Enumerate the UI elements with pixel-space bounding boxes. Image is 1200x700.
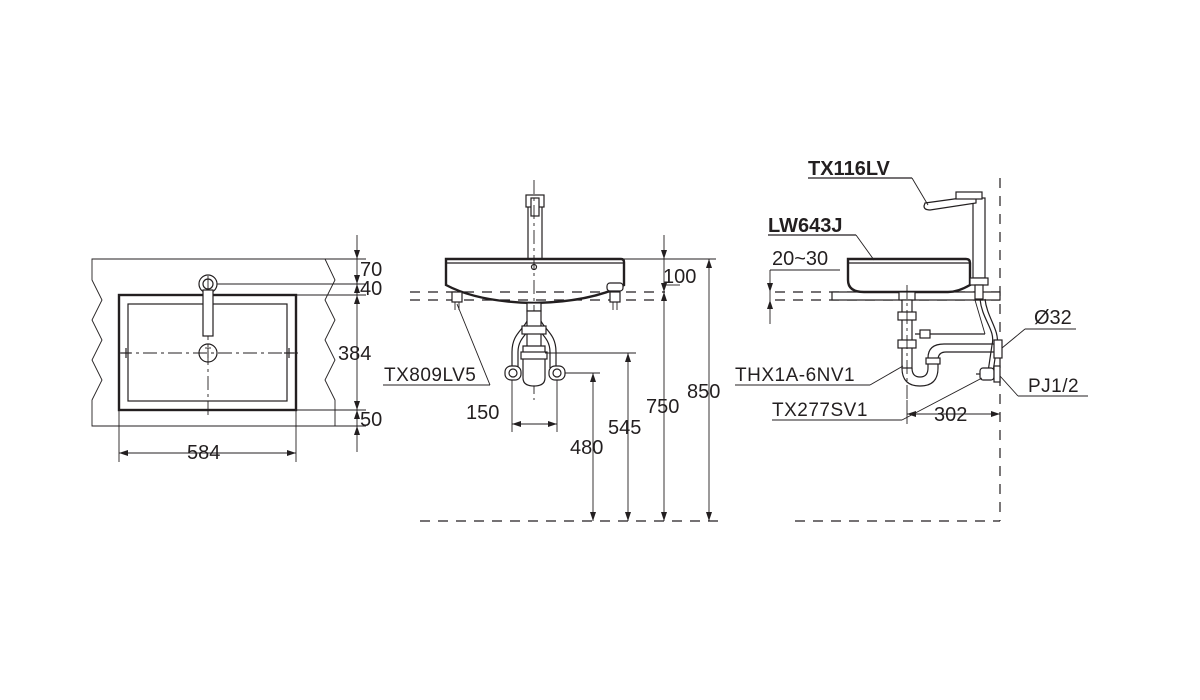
dim-40: 40 — [360, 278, 382, 300]
side-view: TX116LV LW643J 20~30 Ø32 PJ1/2 THX1A-6NV… — [735, 158, 1088, 522]
dim-750: 750 — [646, 396, 679, 418]
dim-100: 100 — [663, 266, 696, 288]
dim-480: 480 — [570, 437, 603, 459]
dim-70: 70 — [360, 259, 382, 281]
front-stop-valve-left — [504, 365, 522, 381]
side-stop-valve — [976, 365, 1001, 383]
front-bracket-right — [606, 282, 624, 310]
front-stop-valve-right — [548, 365, 566, 381]
dim-dia32: Ø32 — [1034, 307, 1072, 329]
dim-20-30: 20~30 — [772, 248, 828, 270]
side-trap-bend — [901, 351, 995, 387]
fixing-mark-right — [284, 348, 294, 358]
dim-545: 545 — [608, 417, 641, 439]
label-thx1a-6nv1: THX1A-6NV1 — [735, 365, 855, 386]
side-waste-flange — [993, 339, 1003, 359]
front-bracket-left — [451, 291, 463, 310]
dim-584: 584 — [187, 442, 220, 464]
front-basin — [444, 257, 626, 305]
side-basin — [846, 257, 972, 294]
drain-circle — [198, 343, 218, 363]
fixing-mark-left — [121, 348, 131, 358]
label-tx116lv: TX116LV — [808, 158, 891, 180]
side-faucet-column — [972, 197, 986, 279]
faucet-inner-circle — [202, 278, 214, 290]
label-lw643j: LW643J — [768, 215, 842, 237]
plan-view: 70 40 384 50 584 — [91, 235, 382, 464]
front-view: 150 480 545 750 — [383, 180, 720, 522]
dim-302: 302 — [934, 404, 967, 426]
side-supply-hose — [979, 298, 994, 373]
dim-150: 150 — [466, 402, 499, 424]
label-pj12: PJ1/2 — [1028, 376, 1079, 397]
label-tx809lv5: TX809LV5 — [384, 365, 476, 386]
dim-384: 384 — [338, 343, 371, 365]
dim-50: 50 — [360, 409, 382, 431]
faucet-spout-plan — [202, 289, 214, 337]
label-tx277sv1: TX277SV1 — [772, 400, 868, 421]
dim-850: 850 — [687, 381, 720, 403]
